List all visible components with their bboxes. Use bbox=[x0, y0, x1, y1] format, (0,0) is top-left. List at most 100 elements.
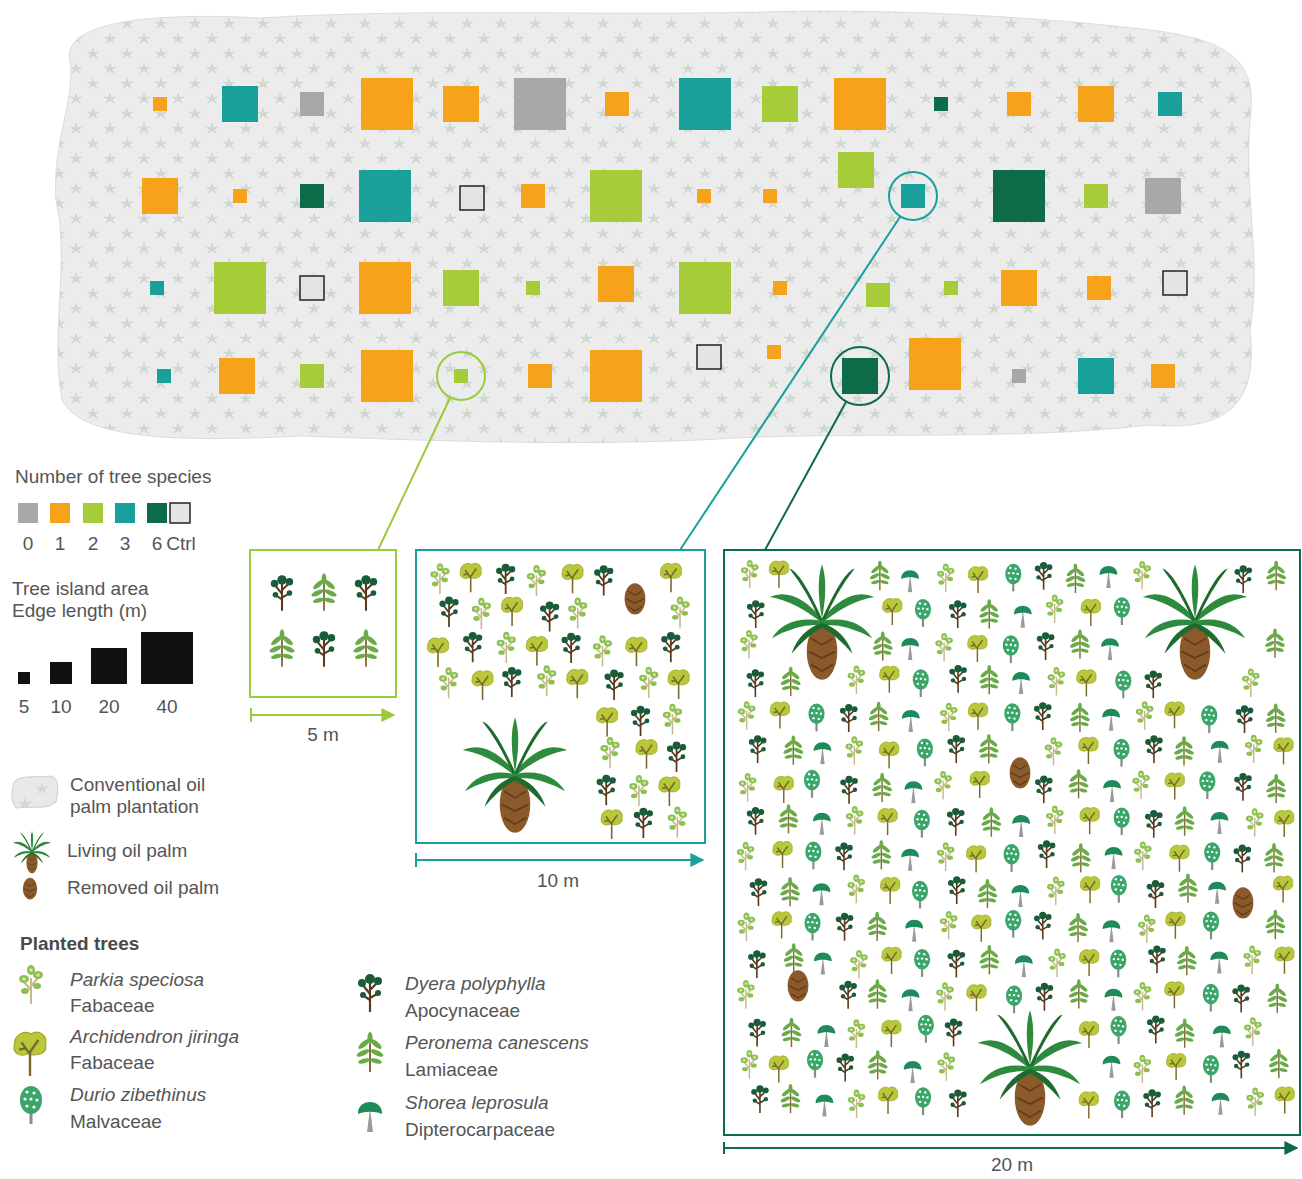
tree-icon bbox=[846, 736, 864, 765]
legend-text: Removed oil palm bbox=[67, 877, 219, 899]
tree-icon bbox=[816, 1095, 834, 1117]
tree-icon bbox=[1103, 780, 1121, 802]
tree-icon bbox=[1212, 1093, 1230, 1115]
tree-icon bbox=[869, 561, 890, 590]
tree-icon bbox=[562, 633, 581, 663]
tree-icon bbox=[1111, 1016, 1127, 1044]
tree-icon bbox=[937, 563, 955, 592]
tree-icon bbox=[439, 667, 458, 698]
tree-icon bbox=[871, 773, 892, 802]
tree-icon bbox=[1144, 670, 1162, 698]
living-palm bbox=[978, 1010, 1083, 1126]
tree-icon bbox=[629, 775, 648, 806]
tree-icon bbox=[739, 773, 757, 802]
tree-icon bbox=[670, 596, 689, 627]
legend-text: 2 bbox=[88, 533, 99, 555]
tree-icon bbox=[1244, 1017, 1262, 1046]
tree-icon bbox=[904, 1061, 922, 1083]
tree-icon bbox=[783, 735, 804, 764]
tree-icon bbox=[836, 1054, 854, 1082]
tree-icon bbox=[1147, 880, 1165, 908]
tree-icon bbox=[1165, 702, 1185, 729]
tree-icon bbox=[979, 665, 1000, 694]
tree-icon bbox=[836, 913, 854, 941]
tree-icon bbox=[668, 807, 687, 838]
tree-icon bbox=[1234, 565, 1252, 593]
tree-island bbox=[598, 266, 634, 302]
tree-icon bbox=[882, 947, 902, 974]
tree-icon bbox=[1246, 1087, 1264, 1116]
tree-icon bbox=[966, 846, 986, 873]
tree-icon bbox=[1046, 806, 1064, 835]
tree-island bbox=[1087, 276, 1111, 300]
tree-icon bbox=[1134, 1055, 1152, 1084]
tree-icon bbox=[936, 982, 954, 1011]
tree-icon bbox=[977, 879, 998, 908]
tree-icon bbox=[868, 702, 889, 731]
tree-icon bbox=[882, 1020, 902, 1047]
tree-icon bbox=[847, 875, 865, 904]
legend-text: Parkia speciosa bbox=[70, 969, 204, 991]
tree-icon bbox=[1081, 599, 1101, 626]
tree-icon bbox=[848, 1019, 866, 1048]
tree-islands bbox=[142, 78, 1187, 402]
tree-icon bbox=[741, 1050, 759, 1079]
tree-icon bbox=[934, 771, 952, 800]
tree-island bbox=[1078, 358, 1114, 394]
tree-icon bbox=[1234, 845, 1252, 873]
tree-icon bbox=[1015, 955, 1033, 977]
tree-icon bbox=[748, 1019, 766, 1047]
tree-icon bbox=[968, 567, 988, 594]
tree-icon bbox=[1100, 566, 1118, 588]
tree-island bbox=[590, 170, 642, 222]
tree-icon bbox=[593, 635, 612, 666]
tree-icon bbox=[981, 807, 1002, 836]
legend-swatch bbox=[147, 503, 167, 523]
tree-icon bbox=[1046, 595, 1064, 624]
tree-icon bbox=[1174, 1018, 1195, 1047]
tree-icon bbox=[774, 776, 794, 803]
tree-icon bbox=[1177, 873, 1198, 902]
tree-icon bbox=[835, 843, 853, 871]
tree-island bbox=[361, 350, 413, 402]
tree-icon bbox=[1079, 950, 1099, 977]
planted-trees bbox=[269, 560, 1295, 1126]
tree-icon bbox=[913, 669, 929, 697]
zoom-boxes bbox=[250, 550, 1300, 1135]
tree-icon bbox=[880, 877, 900, 904]
legend-text: Shorea leprosula bbox=[405, 1092, 549, 1114]
tree-icon bbox=[1176, 946, 1197, 975]
tree-icon bbox=[460, 563, 481, 592]
plantation-texture bbox=[56, 11, 1255, 442]
tree-icon bbox=[814, 742, 832, 764]
tree-icon bbox=[1006, 986, 1022, 1014]
legend-heading: Tree island area Edge length (m) bbox=[12, 578, 167, 622]
legend-text: 20 bbox=[98, 696, 119, 718]
tree-icon bbox=[604, 669, 623, 699]
tree-island bbox=[153, 97, 167, 111]
tree-icon bbox=[472, 598, 491, 629]
tree-icon bbox=[1203, 912, 1219, 940]
tree-icon bbox=[750, 878, 768, 906]
tree-icon bbox=[1102, 709, 1120, 731]
tree-icon bbox=[1037, 632, 1055, 660]
tree-icon bbox=[311, 573, 338, 610]
tree-icon bbox=[271, 575, 293, 610]
tree-icon bbox=[839, 981, 857, 1009]
tree-icon bbox=[1203, 1055, 1219, 1083]
tree-icon bbox=[878, 808, 898, 835]
tree-icon bbox=[947, 808, 965, 836]
tree-icon bbox=[659, 777, 680, 806]
tree-icon bbox=[1246, 808, 1264, 837]
tree-icon bbox=[1264, 628, 1285, 657]
tree-icon bbox=[967, 985, 987, 1012]
tree-icon bbox=[747, 807, 765, 835]
legend-samples bbox=[12, 503, 384, 1132]
tree-icon bbox=[313, 631, 335, 666]
tree-island bbox=[300, 92, 324, 116]
family-name: Dipterocarpaceae bbox=[405, 1119, 555, 1141]
tree-icon bbox=[1068, 979, 1089, 1008]
tree-icon bbox=[1114, 1090, 1130, 1118]
tree-island bbox=[590, 350, 642, 402]
